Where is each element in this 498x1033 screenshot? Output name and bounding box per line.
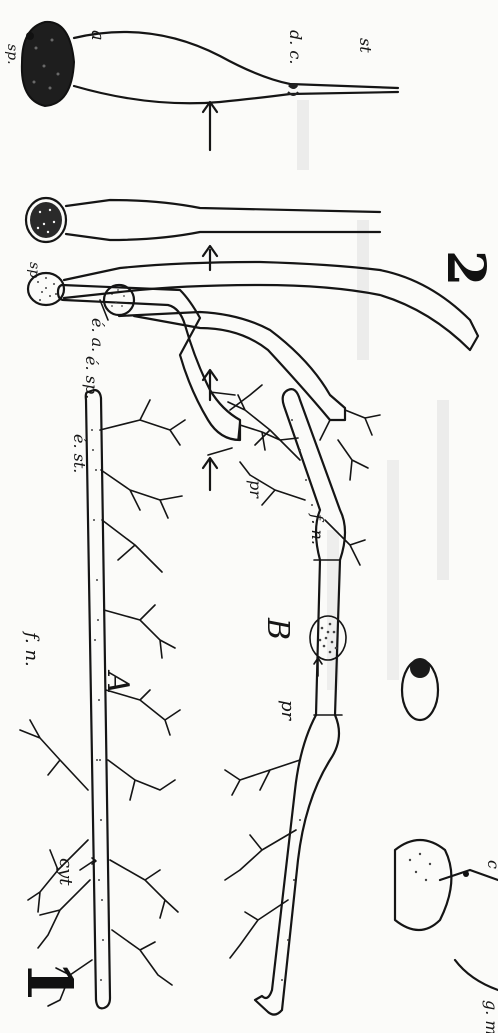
stage-arrows <box>203 102 217 490</box>
panel-number-1: 1 <box>13 960 86 1003</box>
label-cyt: cyt <box>55 858 76 886</box>
label-fn-2: f. n. <box>308 513 327 545</box>
panel-letter-b: B <box>260 617 295 640</box>
figure-1a-filament <box>20 390 185 1008</box>
label-ea: é. a. <box>88 318 107 352</box>
panel-number-2: 2 <box>435 250 496 286</box>
label-fn: f. n. <box>21 630 42 667</box>
figure-2-stage-5 <box>22 22 398 106</box>
figure-2-stage-2 <box>104 285 380 480</box>
label-sp-1: sp. <box>26 262 42 283</box>
figure-bottom-spores <box>395 658 498 990</box>
label-a: a <box>87 30 108 41</box>
label-c: c <box>484 860 498 869</box>
label-gm: g. m. <box>482 1000 498 1033</box>
label-esp: é. sp. <box>82 356 101 399</box>
label-st: st <box>356 38 375 53</box>
label-sp-2: sp. <box>4 44 20 65</box>
label-dc: d. c. <box>286 30 305 64</box>
label-est: é. st. <box>70 434 89 473</box>
panel-letter-a: A <box>100 669 135 694</box>
figure-2-stage-4 <box>26 198 380 242</box>
label-pr-1b: pr <box>277 700 298 722</box>
label-pr-2: pr <box>246 480 265 499</box>
